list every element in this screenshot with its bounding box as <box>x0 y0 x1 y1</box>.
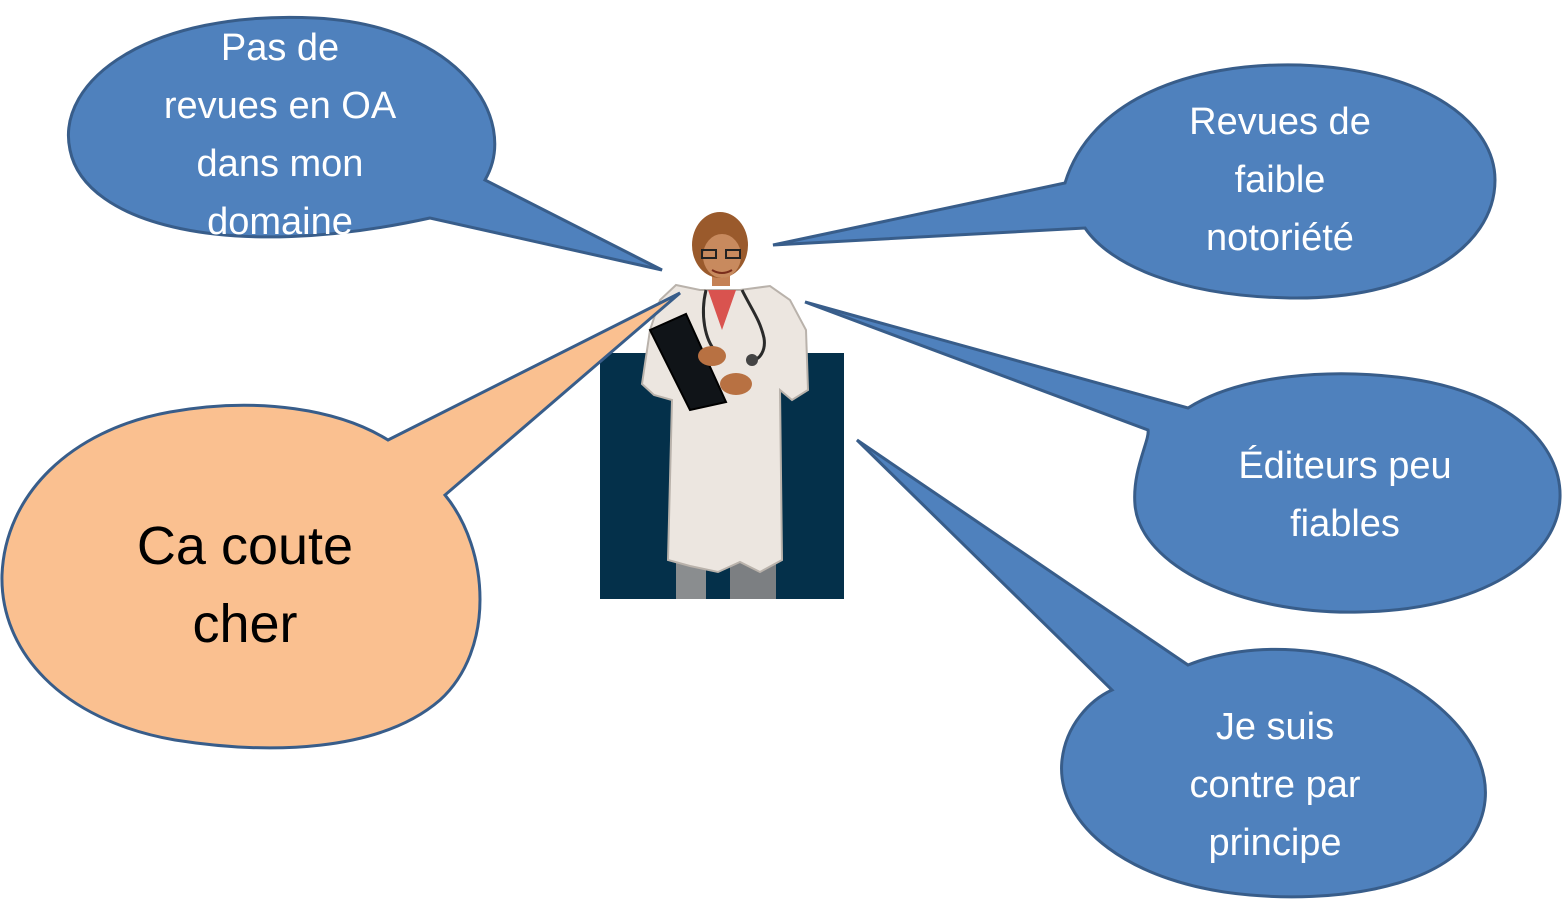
bubble-line: fiables <box>1290 503 1400 545</box>
bubble-line: Revues de <box>1189 101 1371 143</box>
bubble-line: Pas de <box>220 27 340 69</box>
callout-shapes <box>0 15 1562 899</box>
bubble-line: principe <box>1208 822 1342 864</box>
bubble-line: Je suis <box>1215 706 1335 748</box>
bubble-low-reputation-shape <box>772 63 1497 300</box>
bubble-against-principle-text: Je suis contre par principe <box>1140 695 1410 875</box>
bubble-too-expensive-shape <box>0 291 681 750</box>
bubble-line: domaine <box>207 201 353 243</box>
bubble-against-principle-shape <box>855 438 1487 899</box>
bubble-unreliable-publishers-shape <box>804 300 1562 614</box>
bubble-line: dans mon <box>196 143 364 185</box>
bubble-low-reputation-text: Revues de faible notoriété <box>1150 90 1410 270</box>
bubble-line: cher <box>192 594 298 654</box>
doctor-figure-icon <box>600 212 844 599</box>
bubble-line: revues en OA <box>163 85 397 127</box>
bubble-line: notoriété <box>1206 217 1354 259</box>
bubble-line: Ca coute <box>136 516 354 576</box>
bubble-line: contre par <box>1189 764 1361 806</box>
bubble-line: faible <box>1234 159 1326 201</box>
bubble-unreliable-publishers-text: Éditeurs peu fiables <box>1200 435 1490 555</box>
bubble-line: Éditeurs peu <box>1238 445 1452 487</box>
bubble-no-journals-shape <box>67 15 663 272</box>
bubble-too-expensive-text: Ca coute cher <box>60 505 430 665</box>
bubble-no-journals-text: Pas de revues en OA dans mon domaine <box>140 20 420 250</box>
